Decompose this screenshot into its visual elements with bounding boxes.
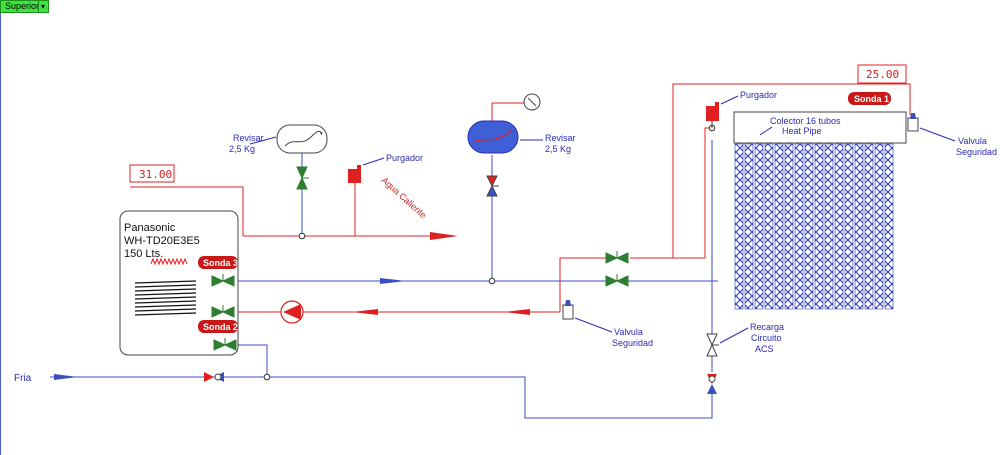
- safety-valve-mid-label-1: Valvula: [614, 327, 643, 337]
- tank-temp-value: 31.00: [139, 168, 172, 181]
- expansion-right-label-1: Revisar: [545, 133, 576, 143]
- chevron-down-icon[interactable]: ▾: [38, 1, 47, 12]
- valve-sonda3[interactable]: [211, 274, 235, 287]
- tank-model: WH-TD20E3E5: [124, 235, 200, 247]
- valve-recharge[interactable]: [706, 333, 719, 357]
- recharge-leader: [719, 327, 749, 344]
- collector-header: [733, 111, 907, 144]
- safety-valve-right-label-2: Seguridad: [956, 147, 997, 157]
- safety-valve-mid-label-2: Seguridad: [612, 338, 653, 348]
- safety-valve-right-leader: [919, 127, 956, 142]
- recharge-label-1: Recarga: [750, 322, 784, 332]
- sonda-2-label: Sonda 2: [203, 322, 238, 332]
- safety-valve-mid-leader: [574, 317, 613, 333]
- tank-temp-display: [129, 164, 175, 183]
- safety-valve-mid-icon[interactable]: [562, 300, 574, 320]
- view-selector[interactable]: Superior ▾: [0, 0, 49, 13]
- recharge-label-2: Circuito: [751, 333, 782, 343]
- sonda-3-label: Sonda 3: [203, 258, 238, 268]
- valve-collector-hot[interactable]: [605, 251, 629, 264]
- check-valve-recharge[interactable]: [707, 374, 717, 394]
- sonda-3-badge[interactable]: Sonda 3: [198, 256, 238, 269]
- view-selector-label: Superior: [5, 1, 40, 11]
- canvas-left-border: [0, 13, 1, 455]
- hot-water-label: Agua Caliente: [380, 175, 429, 220]
- purger-right-label: Purgador: [740, 90, 777, 100]
- collector-temp-display: [857, 64, 907, 84]
- purger-right-icon[interactable]: [706, 102, 719, 128]
- sonda-1-badge[interactable]: Sonda 1: [848, 92, 891, 105]
- safety-valve-right-icon[interactable]: [907, 113, 919, 132]
- check-valve-cold-main[interactable]: [204, 372, 224, 382]
- tank-brand: Panasonic: [124, 222, 176, 234]
- collector-label-2: Heat Pipe: [782, 126, 822, 136]
- purger-left-label: Purgador: [386, 153, 423, 163]
- cold-water-label: Fria: [14, 373, 32, 384]
- collector-label-1: Colector 16 tubos: [770, 116, 841, 126]
- circulation-pump-icon[interactable]: [280, 300, 304, 324]
- valve-collector-cold[interactable]: [605, 274, 629, 287]
- expansion-left-leader: [249, 136, 277, 145]
- flow-arrows: [54, 232, 530, 380]
- collector-tubes: [734, 143, 894, 310]
- expansion-left-label-1: Revisar: [233, 133, 264, 143]
- expansion-right-label-2: 2,5 Kg: [545, 144, 571, 154]
- collector-temp-value: 25.00: [866, 68, 899, 81]
- purger-left-leader: [362, 157, 385, 166]
- sonda-1-label: Sonda 1: [854, 94, 889, 104]
- valve-expansion-right[interactable]: [486, 175, 499, 197]
- expansion-left-label-2: 2,5 Kg: [229, 144, 255, 154]
- expansion-vessel-right-icon[interactable]: [467, 93, 541, 154]
- purger-left-icon[interactable]: [348, 165, 361, 183]
- valve-pump-return[interactable]: [211, 305, 235, 318]
- expansion-vessel-left-icon[interactable]: [276, 124, 328, 154]
- storage-tank: [119, 210, 239, 356]
- heat-exchanger-coil-icon: [134, 280, 197, 316]
- valve-expansion-left[interactable]: [296, 166, 309, 190]
- valve-sonda2[interactable]: [213, 338, 237, 351]
- heater-element-icon: [150, 257, 188, 266]
- purger-right-leader: [720, 95, 739, 105]
- safety-valve-right-label-1: Valvula: [958, 136, 987, 146]
- recharge-label-3: ACS: [755, 344, 774, 354]
- collector-leader: [759, 126, 773, 136]
- sonda-2-badge[interactable]: Sonda 2: [198, 320, 238, 333]
- tank-capacity: 150 Lts.: [124, 248, 163, 260]
